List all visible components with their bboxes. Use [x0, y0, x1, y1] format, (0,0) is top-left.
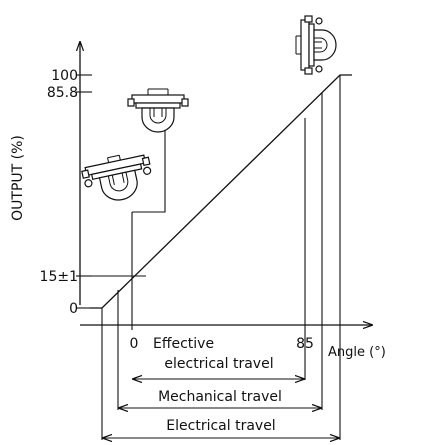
potentiometer-rotated-left-icon [81, 154, 152, 201]
icon-leader-line [132, 128, 166, 213]
mechanical-travel-label: Mechanical travel [158, 389, 282, 405]
x-tick-0: 0 [130, 336, 139, 352]
y-tick-15: 15±1 [40, 269, 78, 285]
output-characteristic-line [90, 74, 352, 309]
y-axis-label: OUTPUT (%) [10, 135, 26, 221]
y-tick-85-8: 85.8 [47, 85, 78, 101]
x-axis-label: Angle (°) [328, 345, 386, 360]
y-tick-0: 0 [69, 301, 78, 317]
potentiometer-upright-icon [127, 88, 189, 133]
effective-label: Effective [153, 336, 214, 352]
effective-electrical-travel-label: electrical travel [164, 356, 273, 372]
potentiometer-rotated-right-icon [295, 15, 337, 75]
y-tick-100: 100 [51, 68, 78, 84]
electrical-travel-label: Electrical travel [166, 418, 275, 434]
